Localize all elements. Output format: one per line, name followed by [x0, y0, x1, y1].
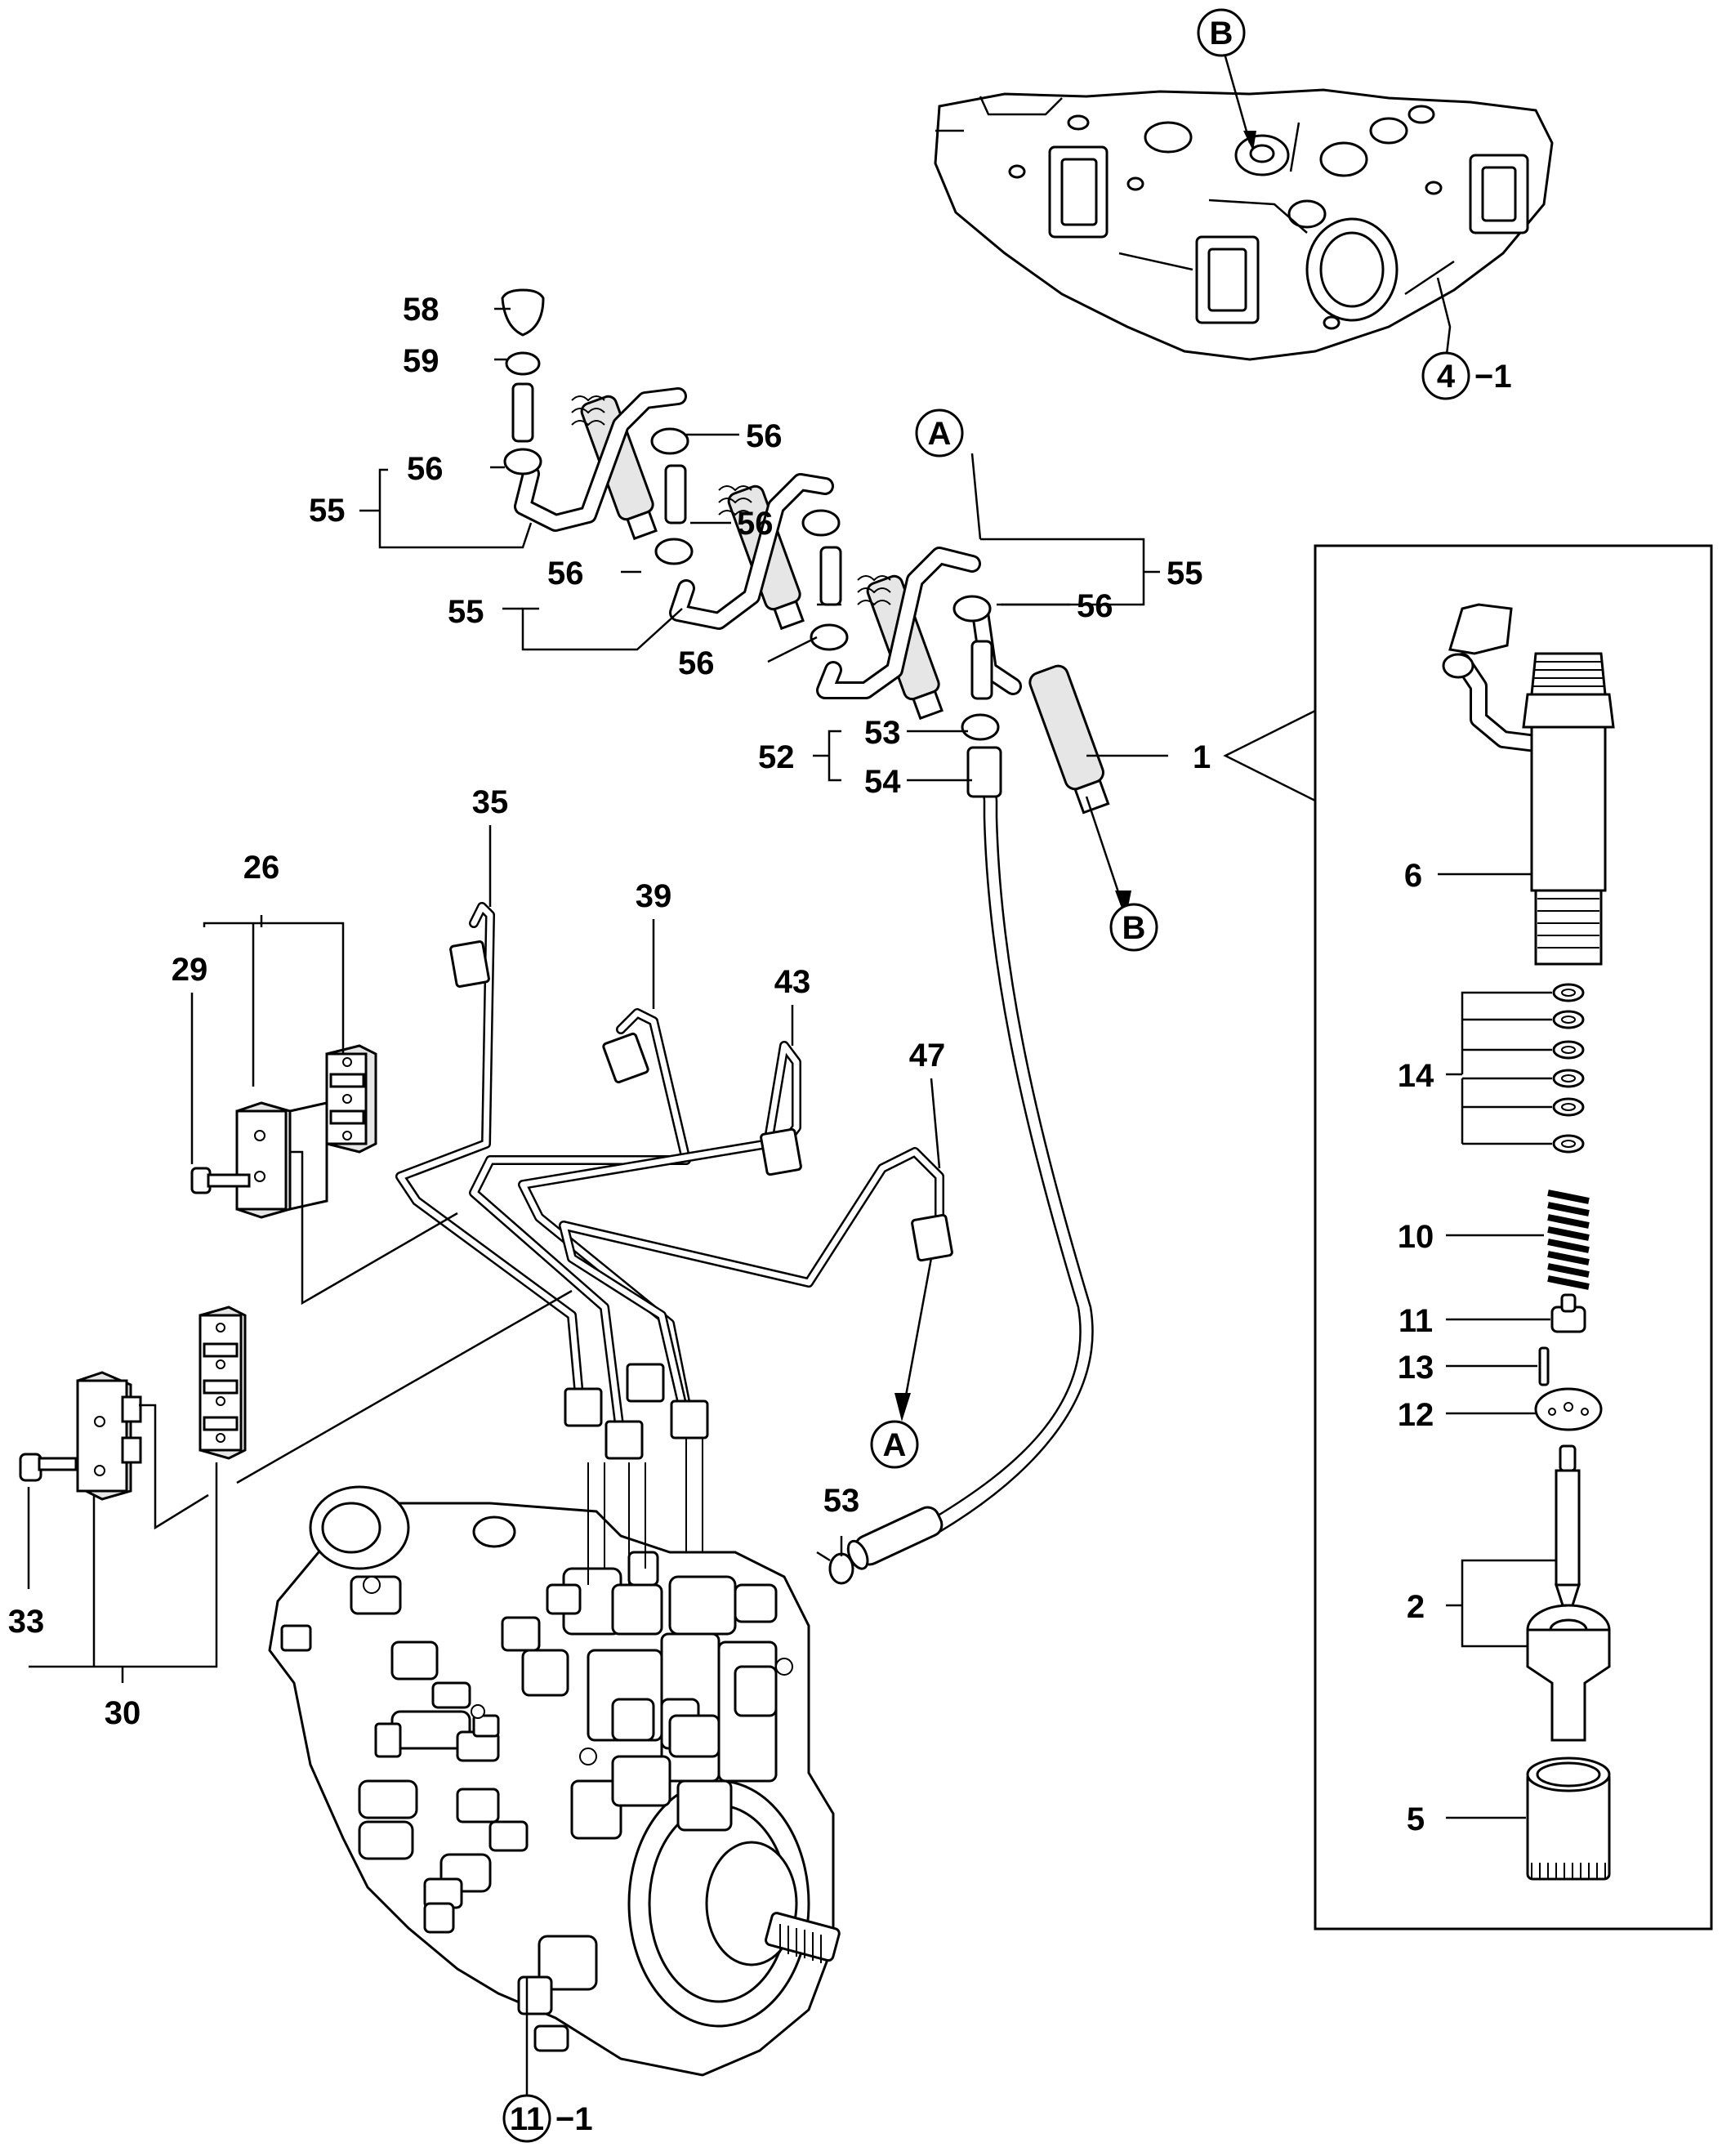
ref-4-suffix: −1	[1474, 359, 1512, 395]
callout-13: 13	[1398, 1350, 1434, 1386]
ref-circle-a-top	[915, 408, 964, 458]
callout-56-f: 56	[1077, 588, 1113, 624]
callout-43: 43	[774, 964, 811, 1000]
detail-pointer	[1223, 708, 1317, 803]
callout-53-lower: 53	[823, 1483, 860, 1519]
nozzle-detail-parts	[1442, 603, 1615, 1881]
callout-56-d: 56	[737, 506, 774, 542]
callout-5: 5	[1407, 1801, 1425, 1837]
callout-1: 1	[1193, 739, 1211, 775]
ref-b-lower: B	[1122, 910, 1146, 946]
callout-10: 10	[1398, 1219, 1434, 1255]
callout-55-b: 55	[448, 594, 484, 630]
callout-33: 33	[8, 1604, 45, 1640]
callout-58: 58	[403, 292, 439, 328]
ref-circle-b-top	[1197, 8, 1246, 57]
leak-off-pipes	[501, 288, 1110, 815]
bracket-26	[203, 922, 345, 1087]
callout-6: 6	[1404, 858, 1422, 894]
callout-29: 29	[172, 952, 208, 988]
callout-11: 11	[1399, 1303, 1433, 1339]
arrow-b-top	[1243, 131, 1256, 151]
ref-a-top: A	[928, 416, 952, 452]
leader-b-top	[1222, 50, 1251, 144]
bracket-52	[828, 730, 841, 782]
ref-11-suffix: −1	[555, 2101, 593, 2137]
callout-30: 30	[105, 1695, 141, 1731]
callout-56-e: 56	[678, 645, 715, 681]
ref-circle-11	[502, 2094, 551, 2143]
clamp-set-26	[190, 1044, 377, 1219]
leader-26-to-pipe	[290, 1150, 458, 1306]
callout-55-a: 55	[309, 493, 346, 529]
ref-b-top: B	[1210, 16, 1234, 51]
callout-56-c: 56	[547, 556, 584, 591]
callout-53-top: 53	[864, 715, 901, 751]
callout-39: 39	[636, 878, 672, 914]
cylinder-head-drawing	[934, 88, 1554, 361]
callout-56-a: 56	[407, 451, 444, 487]
callout-2: 2	[1407, 1589, 1425, 1625]
ref-4: 4	[1437, 359, 1456, 395]
leaders-top-cluster	[359, 307, 1160, 663]
ref-circle-b-lower	[1109, 903, 1158, 952]
clamp-set-30	[19, 1306, 247, 1501]
return-hose-line	[930, 751, 1082, 1521]
nozzle-detail-box	[1314, 544, 1713, 1931]
callout-35: 35	[472, 784, 509, 820]
ref-11: 11	[510, 2101, 544, 2137]
ref-circle-a-lower	[870, 1420, 919, 1469]
injection-pump-drawing	[268, 1438, 841, 2077]
callout-47: 47	[909, 1038, 946, 1074]
callout-56-b: 56	[746, 418, 783, 454]
callout-14: 14	[1398, 1058, 1434, 1094]
callout-54: 54	[864, 764, 901, 800]
clamp-53-bottom	[816, 1551, 854, 1585]
leader-4	[1436, 277, 1452, 362]
callout-55-c: 55	[1167, 556, 1203, 591]
return-hose-line-2	[939, 751, 1094, 1533]
leader-b-lower	[1085, 796, 1125, 908]
leader-30-to-pipe	[139, 1289, 573, 1530]
ref-circle-4	[1421, 351, 1470, 400]
injection-pipes	[395, 902, 953, 1460]
callout-52: 52	[758, 739, 795, 775]
callout-12: 12	[1398, 1397, 1434, 1433]
callout-59: 59	[403, 343, 439, 379]
ref-a-lower: A	[883, 1427, 907, 1463]
bracket-30	[29, 1462, 218, 1683]
callout-26: 26	[243, 850, 280, 886]
